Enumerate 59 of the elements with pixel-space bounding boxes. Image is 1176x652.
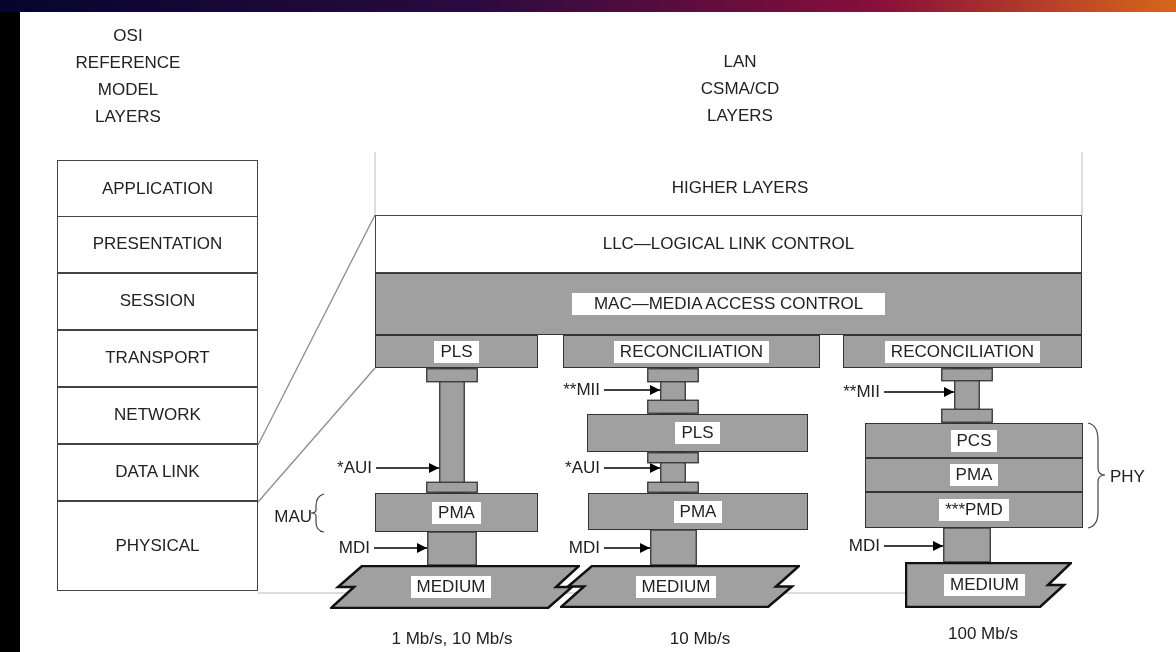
interface-label: *AUI bbox=[315, 457, 372, 479]
layer-box bbox=[57, 272, 258, 330]
layer-name: MEDIUM bbox=[944, 574, 1025, 596]
arrow bbox=[375, 463, 440, 473]
connector-pillar bbox=[426, 368, 478, 493]
layer-name: RECONCILIATION bbox=[884, 340, 1041, 363]
speed-label: 100 Mb/s bbox=[947, 623, 1019, 645]
mapping-line bbox=[257, 214, 376, 446]
layer-name: PLS bbox=[675, 422, 720, 444]
speed-label: 10 Mb/s bbox=[668, 628, 732, 650]
interface-label: **MII bbox=[535, 379, 600, 401]
layer-name: SESSION bbox=[119, 291, 196, 311]
layer-name: ***PMD bbox=[939, 499, 1009, 521]
layer-name: APPLICATION bbox=[101, 178, 214, 199]
layer-name: PMA bbox=[432, 501, 481, 524]
layer-box bbox=[57, 329, 258, 387]
layer-name: TRANSPORT bbox=[105, 348, 210, 368]
interface-label: MDI bbox=[540, 537, 600, 559]
layer-name: PMA bbox=[949, 464, 999, 486]
interface-label: *AUI bbox=[540, 457, 600, 479]
layer-box bbox=[57, 160, 258, 217]
layer-box bbox=[57, 215, 258, 273]
column-heading: OSI REFERENCE MODEL LAYERS bbox=[74, 25, 182, 128]
layer-name: DATA LINK bbox=[115, 462, 200, 482]
layer-name: MAC—MEDIA ACCESS CONTROL bbox=[571, 293, 886, 315]
layer-name: LLC—LOGICAL LINK CONTROL bbox=[602, 234, 855, 254]
layer-name: RECONCILIATION bbox=[613, 340, 770, 363]
layer-band bbox=[375, 273, 1082, 335]
interface-label: MDI bbox=[315, 537, 370, 559]
layer-box bbox=[57, 443, 258, 501]
connector-pillar bbox=[647, 452, 699, 493]
sublayer-box bbox=[375, 335, 538, 368]
arrow bbox=[603, 463, 661, 473]
mapping-line bbox=[257, 367, 376, 503]
interface-label: MDI bbox=[820, 535, 880, 557]
speed-label: 1 Mb/s, 10 Mb/s bbox=[390, 628, 514, 650]
column-heading: LAN CSMA/CD LAYERS bbox=[699, 51, 781, 127]
arrow bbox=[603, 385, 661, 395]
layer-box bbox=[375, 215, 1082, 273]
arrow bbox=[373, 543, 428, 553]
connector-pillar bbox=[647, 368, 699, 414]
arrow bbox=[883, 541, 944, 551]
layer-name: PMA bbox=[673, 500, 723, 523]
layer-name: NETWORK bbox=[114, 405, 201, 425]
interface-label: **MII bbox=[815, 381, 880, 403]
layer-box bbox=[57, 386, 258, 444]
layer-name: PRESENTATION bbox=[92, 234, 223, 254]
arrow bbox=[603, 543, 651, 553]
group-label: MAU bbox=[273, 506, 312, 528]
layer-name: PHYSICAL bbox=[115, 535, 200, 556]
layer-box bbox=[57, 500, 258, 591]
column-heading: HIGHER LAYERS bbox=[670, 177, 810, 199]
layer-name: PCS bbox=[950, 429, 998, 452]
layer-name: PLS bbox=[434, 340, 479, 363]
arrow bbox=[883, 387, 955, 397]
group-label: PHY bbox=[1110, 466, 1146, 488]
sublayer-box bbox=[865, 458, 1083, 492]
layer-name: MEDIUM bbox=[410, 576, 492, 598]
connector-pillar bbox=[941, 368, 993, 423]
